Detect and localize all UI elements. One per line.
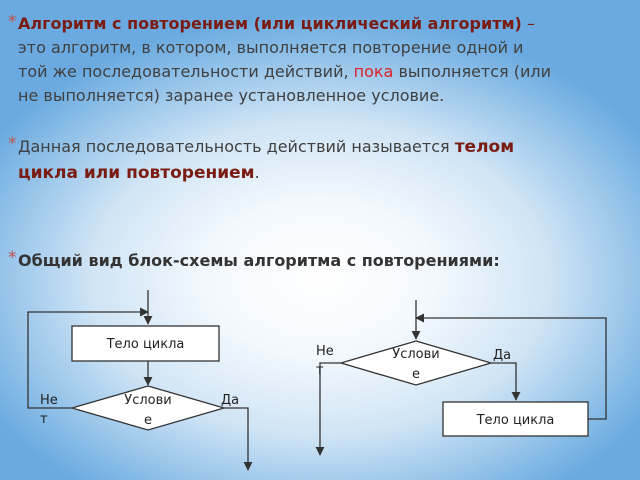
- flowchart-pre-condition: Услови е Да Тело цикла Не т: [315, 300, 607, 456]
- left-condition-label-1: Услови: [124, 393, 171, 408]
- left-no-branch-loopback: [27, 307, 149, 409]
- flowchart-heading: Общий вид блок-схемы алгоритма с повторе…: [18, 251, 500, 270]
- left-loop-body-block: [71, 325, 220, 362]
- loop-body-emphasis: телом цикла или повторением: [18, 137, 515, 183]
- left-loop-body-label: Тело цикла: [106, 337, 185, 352]
- loop-body-end: .: [254, 163, 260, 182]
- right-condition-label-1: Услови: [392, 347, 439, 362]
- right-loop-body-block: [442, 401, 589, 437]
- right-condition-label-2: е: [412, 367, 420, 382]
- left-condition-diamond: [69, 385, 227, 431]
- paragraph-definition: Алгоритм с повторением (или циклический …: [18, 12, 558, 108]
- right-no-label-2: т: [316, 363, 324, 378]
- paragraph-loop-body: Данная последовательность действий назыв…: [18, 134, 578, 186]
- right-yes-branch: [491, 362, 521, 401]
- left-yes-label: Да: [221, 393, 239, 408]
- right-condition-diamond: [338, 340, 494, 386]
- right-no-label-1: Не: [316, 344, 334, 359]
- loop-body-text: Данная последовательность действий назыв…: [18, 137, 455, 156]
- term-cyclic-algorithm: Алгоритм с повторением (или циклический …: [18, 14, 522, 33]
- highlight-word-while: пока: [353, 62, 394, 81]
- bullet-marker-2: *: [8, 134, 17, 154]
- left-no-label-2: т: [40, 412, 48, 427]
- term-dash: –: [521, 14, 535, 33]
- right-loopback: [415, 313, 607, 420]
- right-yes-label: Да: [493, 348, 511, 363]
- left-no-label-1: Не: [40, 393, 58, 408]
- flowchart-post-condition: Тело цикла Услови е Не т Да: [27, 290, 253, 471]
- left-condition-label-2: е: [144, 413, 152, 428]
- definition-text-end: выполняется (или не выполняется) заранее…: [18, 62, 552, 105]
- right-no-branch-exit: [315, 362, 341, 456]
- bullet-marker-1: *: [8, 12, 17, 32]
- definition-text: это алгоритм, в котором, выполняется пов…: [18, 38, 524, 81]
- bullet-marker-3: *: [8, 248, 17, 268]
- right-loop-body-label: Тело цикла: [476, 413, 555, 428]
- left-yes-branch-exit: [224, 407, 253, 471]
